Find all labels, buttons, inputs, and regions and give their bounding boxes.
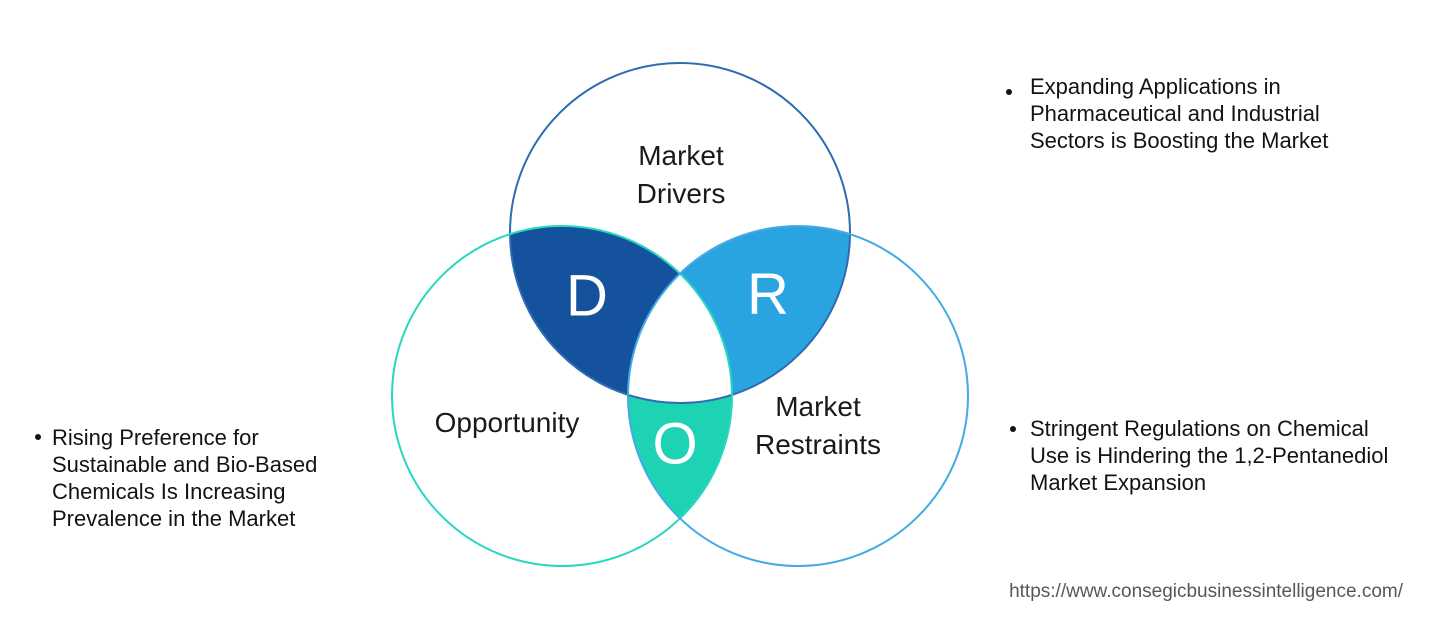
overlap-drivers-opportunity (510, 225, 680, 395)
note-market-restraint-text: Stringent Regulations on Chemical Use is… (1030, 416, 1389, 495)
note-market-driver: Expanding Applications in Pharmaceutical… (1006, 73, 1386, 154)
bullet-icon (35, 434, 41, 440)
bullet-icon (1006, 89, 1012, 95)
overlap-letter-o: O (652, 412, 697, 477)
overlap-drivers-restraints (680, 225, 850, 395)
label-opportunity: Opportunity (434, 407, 580, 438)
note-opportunity-text: Rising Preference for Sustainable and Bi… (52, 425, 318, 531)
note-opportunity: Rising Preference for Sustainable and Bi… (35, 424, 365, 532)
label-market-restraints: Market Restraints (754, 391, 882, 460)
overlap-letter-r: R (747, 262, 789, 327)
label-market-drivers: Market Drivers (636, 140, 726, 209)
overlap-opportunity-restraints (627, 394, 733, 519)
circle-market-restraints-outline (627, 225, 969, 567)
bullet-icon (1010, 426, 1016, 432)
circle-opportunity-outline (391, 225, 733, 567)
circle-market-drivers-outline (509, 62, 851, 404)
source-url[interactable]: https://www.consegicbusinessintelligence… (1009, 581, 1403, 602)
overlap-letter-d: D (566, 264, 608, 329)
note-market-driver-text: Expanding Applications in Pharmaceutical… (1030, 74, 1329, 153)
note-market-restraint: Stringent Regulations on Chemical Use is… (1010, 415, 1410, 496)
